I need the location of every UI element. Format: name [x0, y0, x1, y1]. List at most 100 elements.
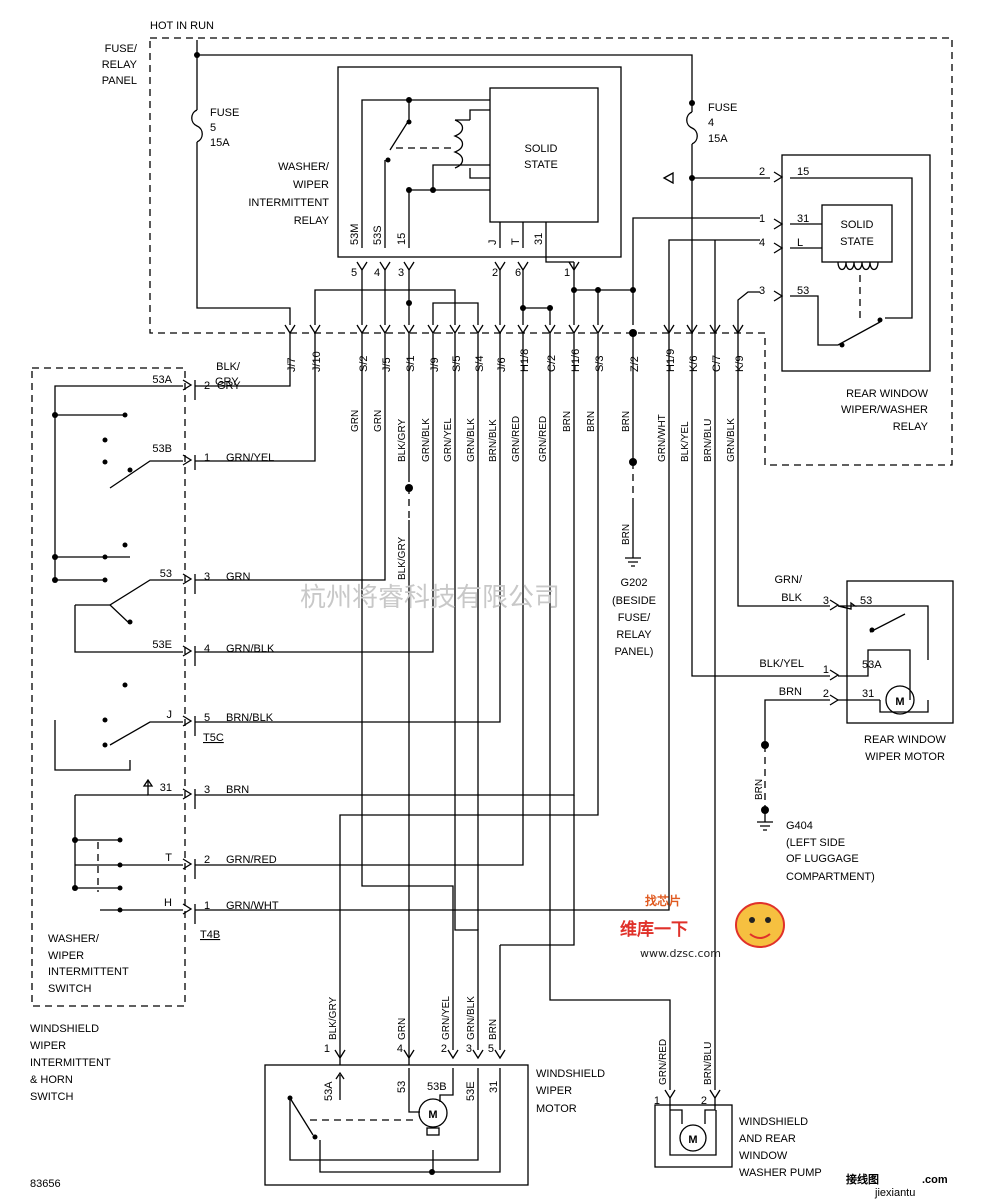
- connector-t4b: T4B: [200, 929, 220, 941]
- fuse-relay-panel-label-2: RELAY: [102, 59, 138, 71]
- ws-motor-box: [264, 1064, 529, 1186]
- svg-text:2: 2: [204, 854, 210, 866]
- ws-motor-pins: 1 4 2 3 5: [324, 1043, 494, 1055]
- fuse-4-symbol: [686, 100, 698, 325]
- svg-text:GRN: GRN: [226, 571, 251, 583]
- fuse-relay-panel-box: [149, 37, 953, 466]
- svg-text:3: 3: [823, 595, 829, 607]
- switch-wire-labels: GRY GRN/YEL GRN GRN/BLK BRN/BLK BRN GRN/…: [217, 380, 279, 912]
- rear-relay-box: [781, 154, 931, 372]
- relay-ss-terminals: [499, 222, 547, 248]
- svg-text:BRN: BRN: [226, 784, 249, 796]
- ground-g202-label: G202 (BESIDE FUSE/ RELAY PANEL): [612, 577, 656, 658]
- svg-text:RELAY: RELAY: [616, 629, 652, 641]
- svg-text:1: 1: [204, 452, 210, 464]
- svg-text:L: L: [797, 237, 803, 249]
- svg-text:WASHER/: WASHER/: [48, 933, 100, 945]
- relay-solid-state-1: SOLID: [524, 143, 557, 155]
- ws-motor-symbol: [418, 1098, 448, 1128]
- svg-text:53: 53: [396, 1081, 408, 1093]
- g404-wire-label: BRN: [754, 779, 765, 800]
- svg-text:4: 4: [759, 237, 765, 249]
- pump-pins: 1 2: [654, 1095, 707, 1107]
- rear-motor-name: REAR WINDOW WIPER MOTOR: [864, 734, 947, 763]
- svg-text:WINDSHIELD: WINDSHIELD: [739, 1116, 808, 1128]
- svg-text:BLK/YEL: BLK/YEL: [680, 421, 691, 462]
- figure-id: 83656: [30, 1178, 61, 1190]
- svg-text:C/2: C/2: [546, 355, 558, 372]
- rear-relay-pin-labels: 2 1 4 3 15 31 L 53: [759, 166, 809, 297]
- svg-text:jiexiantu: jiexiantu: [874, 1187, 915, 1199]
- svg-text:J/10: J/10: [311, 351, 323, 372]
- svg-text:维库一下: 维库一下: [620, 919, 688, 940]
- svg-text:1: 1: [204, 900, 210, 912]
- svg-text:BLK/GRY: BLK/GRY: [397, 419, 408, 462]
- switch-connector-chevrons: [182, 379, 193, 915]
- svg-text:J/7: J/7: [286, 357, 298, 372]
- svg-text:5: 5: [488, 1043, 494, 1055]
- svg-text:4: 4: [204, 643, 210, 655]
- harness-wires: [195, 333, 830, 1090]
- svg-text:H1/8: H1/8: [519, 349, 531, 372]
- svg-text:15: 15: [396, 233, 408, 245]
- svg-text:31: 31: [862, 688, 874, 700]
- svg-text:3: 3: [398, 267, 404, 279]
- rear-relay-coil: [837, 261, 879, 271]
- svg-text:J/5: J/5: [381, 357, 393, 372]
- panel-ground-bus: [574, 289, 634, 325]
- svg-text:COMPARTMENT): COMPARTMENT): [786, 871, 875, 883]
- svg-text:H1/9: H1/9: [665, 349, 677, 372]
- svg-text:G202: G202: [621, 577, 648, 589]
- ground-g202-symbol: [625, 557, 641, 567]
- svg-text:53B: 53B: [427, 1081, 447, 1093]
- svg-text:S/3: S/3: [594, 355, 606, 372]
- svg-text:BRN: BRN: [488, 1019, 499, 1040]
- svg-text:S/2: S/2: [358, 355, 370, 372]
- pump-motor-m: M: [688, 1134, 697, 1146]
- svg-text:REAR WINDOW: REAR WINDOW: [864, 734, 947, 746]
- fuse-relay-panel-label-1: FUSE/: [105, 43, 138, 55]
- svg-text:GRN/RED: GRN/RED: [658, 1039, 669, 1085]
- svg-text:BRN: BRN: [779, 686, 802, 698]
- svg-text:SWITCH: SWITCH: [48, 983, 91, 995]
- svg-text:BRN: BRN: [562, 411, 573, 432]
- svg-text:1: 1: [823, 664, 829, 676]
- svg-text:53A: 53A: [152, 374, 172, 386]
- rear-relay-ss-2: STATE: [840, 236, 874, 248]
- rear-motor-wire-labels: GRN/ BLK BLK/YEL BRN: [759, 574, 804, 698]
- svg-text:GRN: GRN: [397, 1018, 408, 1040]
- svg-text:G404: G404: [786, 820, 813, 832]
- corner-logo: 接线图 .com jiexiantu: [846, 1172, 948, 1199]
- svg-text:GRN/RED: GRN/RED: [226, 854, 277, 866]
- relay-53m-line: [361, 99, 490, 248]
- svg-text:53: 53: [860, 595, 872, 607]
- switch-internal-contacts: [52, 385, 183, 913]
- svg-text:GRN/RED: GRN/RED: [511, 416, 522, 462]
- svg-text:53S: 53S: [372, 225, 384, 245]
- ws-motor-wire-labels: BLK/GRY GRN GRN/YEL GRN/BLK BRN: [328, 996, 499, 1040]
- svg-text:WINDOW: WINDOW: [739, 1150, 788, 1162]
- svg-text:C/7: C/7: [711, 355, 723, 372]
- svg-text:S/4: S/4: [474, 355, 486, 372]
- rear-motor-box: [846, 580, 954, 724]
- svg-text:www.dzsc.com: www.dzsc.com: [640, 947, 721, 960]
- relay-contact-arm: [389, 100, 410, 151]
- ground-g404-symbol: [757, 810, 773, 831]
- ground-g404-label: G404 (LEFT SIDE OF LUGGAGE COMPARTMENT): [786, 820, 875, 883]
- svg-text:BRN: BRN: [621, 524, 632, 545]
- svg-text:找芯片: 找芯片: [645, 893, 681, 908]
- svg-text:BRN: BRN: [586, 411, 597, 432]
- svg-text:(LEFT SIDE: (LEFT SIDE: [786, 837, 845, 849]
- rear-motor-ground-wire: [764, 699, 830, 745]
- svg-text:GRN: GRN: [350, 410, 361, 432]
- svg-text:53E: 53E: [152, 639, 172, 651]
- relay-name-4: RELAY: [294, 215, 330, 227]
- svg-text:31: 31: [488, 1081, 500, 1093]
- rear-relay-name-3: RELAY: [893, 421, 929, 433]
- svg-text:Z/2: Z/2: [629, 356, 641, 372]
- svg-text:GRN/BLK: GRN/BLK: [466, 418, 477, 462]
- svg-text:INTERMITTENT: INTERMITTENT: [30, 1057, 111, 1069]
- rear-motor-internal: [855, 605, 929, 713]
- rear-relay-feeds: [668, 239, 760, 333]
- svg-text:BLK: BLK: [781, 592, 802, 604]
